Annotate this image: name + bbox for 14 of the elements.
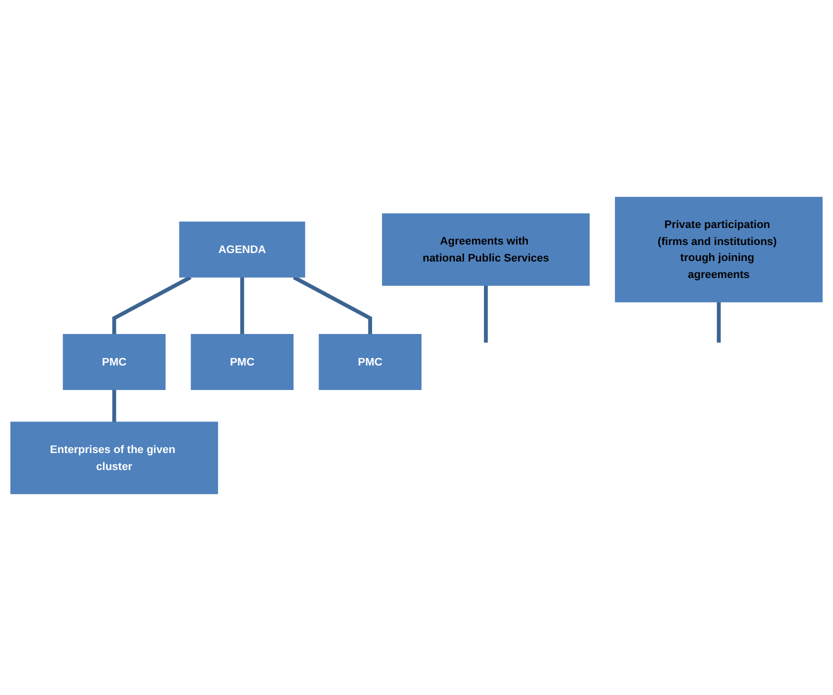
node-box	[190, 334, 294, 390]
connector	[112, 389, 116, 422]
org-chart-drawing: AGENDA Agreements with national Public Services PMC PMC PMC Private participation (firms and institutions) trough joining agreements Enterprises of the given cluster	[5, 192, 828, 498]
node-box	[318, 334, 422, 390]
connector	[240, 276, 244, 334]
connector	[292, 275, 372, 334]
connector	[484, 285, 488, 342]
node-box	[614, 196, 823, 302]
connector	[716, 302, 721, 342]
node-box	[62, 334, 166, 390]
node-box	[10, 421, 218, 494]
node-box	[382, 212, 590, 286]
connector	[112, 275, 192, 334]
node-box	[179, 221, 306, 278]
